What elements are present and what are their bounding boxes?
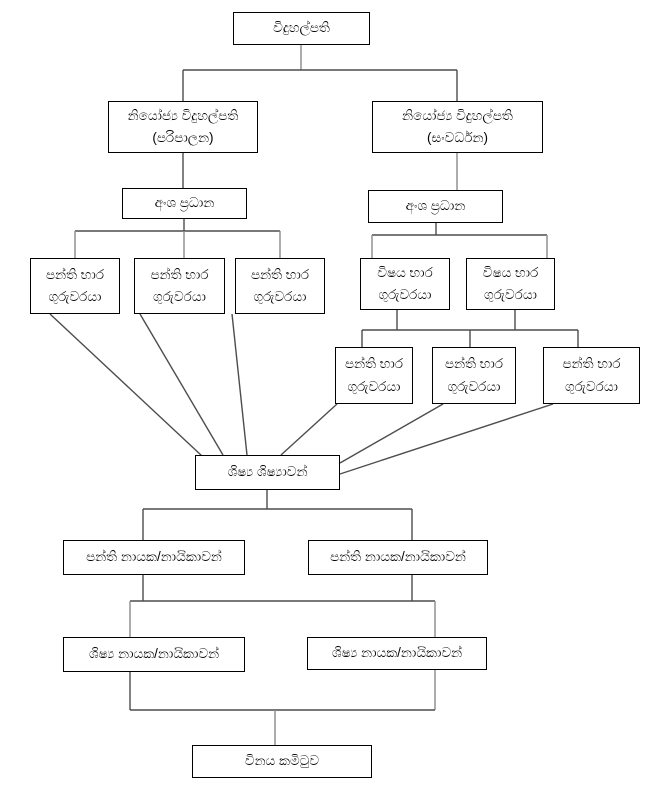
node-deputy-principal-admin-line1: නියෝජ්‍ය විදුහල්පති [127,107,239,123]
node-deputy-principal-dev-line2: (සංවර්ධන) [427,130,488,145]
node-section-head-dev-label: අංශ ප්‍රධාන [405,198,466,214]
node-student-prefects-2-label: ශිෂ්‍ය නායක/නායිකාවන් [331,645,463,661]
node-students-label: ශිෂ්‍ය ශිෂ්‍යාවන් [227,464,308,480]
node-student-prefects-2: ශිෂ්‍ය නායක/නායිකාවන් [307,637,487,670]
node-class-prefects-1: පන්ති නායක/නායිකාවන් [63,540,245,575]
node-class-teacher-dev-3-line2: ගුරුවරයා [565,378,618,394]
node-deputy-principal-dev-line1: නියෝජ්‍ය විදුහල්පති [402,107,513,123]
node-subject-teacher-2: විෂය භාර ගුරුවරයා [466,258,555,310]
node-class-teacher-dev-2-line2: ගුරුවරයා [447,378,501,394]
node-discipline-committee-label: විනය කමිටුව [244,753,320,769]
node-class-teacher-dev-1: පන්ති භාර ගුරුවරයා [335,347,413,404]
node-class-teacher-admin-1-line2: ගුරුවරයා [48,289,102,304]
node-class-teacher-admin-3: පන්ති භාර ගුරුවරයා [235,258,325,314]
node-deputy-principal-admin-line2: (පරිපාලන) [152,130,214,145]
node-principal-label: විදුහල්පති [273,20,330,36]
node-subject-teacher-1: විෂය භාර ගුරුවරයා [360,258,450,310]
node-class-teacher-dev-2-line1: පන්ති භාර [444,356,504,372]
node-subject-teacher-1-line1: විෂය භාර [377,264,433,280]
node-student-prefects-1: ශිෂ්‍ය නායක/නායිකාවන් [63,637,245,672]
node-class-teacher-admin-3-line2: ගුරුවරයා [253,289,307,304]
node-principal: විදුහල්පති [233,12,370,45]
node-class-teacher-admin-3-line1: පන්ති භාර [250,266,310,282]
node-class-teacher-admin-1-line1: පන්ති භාර [45,266,105,282]
node-class-teacher-admin-1: පන්ති භාර ගුරුවරයා [30,258,120,314]
node-class-teacher-dev-3: පන්ති භාර ගුරුවරයා [543,347,640,404]
node-class-teacher-dev-2: පන්ති භාර ගුරුවරයා [432,347,516,404]
node-section-head-dev: අංශ ප්‍රධාන [368,190,503,223]
node-students: ශිෂ්‍ය ශිෂ්‍යාවන් [195,455,340,490]
node-subject-teacher-1-line2: ගුරුවරයා [378,287,432,302]
node-class-prefects-1-label: පන්ති නායක/නායිකාවන් [86,549,222,565]
node-class-teacher-dev-1-line2: ගුරුවරයා [347,378,401,394]
node-deputy-principal-dev: නියෝජ්‍ය විදුහල්පති (සංවර්ධන) [372,101,543,153]
node-class-prefects-2: පන්ති නායක/නායිකාවන් [308,540,488,575]
node-section-head-admin: අංශ ප්‍රධාන [122,188,247,219]
node-subject-teacher-2-line2: ගුරුවරයා [484,287,537,302]
node-section-head-admin-label: අංශ ප්‍රධාන [154,195,215,211]
node-class-teacher-dev-1-line1: පන්ති භාර [344,356,404,372]
node-class-teacher-admin-2-line2: ගුරුවරයා [153,289,206,304]
node-class-prefects-2-label: පන්ති නායක/නායිකාවන් [330,549,466,565]
node-student-prefects-1-label: ශිෂ්‍ය නායක/නායිකාවන් [88,646,220,662]
node-class-teacher-admin-2-line1: පන්ති භාර [150,266,209,282]
node-deputy-principal-admin: නියෝජ්‍ය විදුහල්පති (පරිපාලන) [108,101,258,153]
node-class-teacher-dev-3-line1: පන්ති භාර [562,356,621,372]
node-discipline-committee: විනය කමිටුව [192,745,372,778]
node-class-teacher-admin-2: පන්ති භාර ගුරුවරයා [134,258,225,314]
node-subject-teacher-2-line1: විෂය භාර [482,264,539,280]
